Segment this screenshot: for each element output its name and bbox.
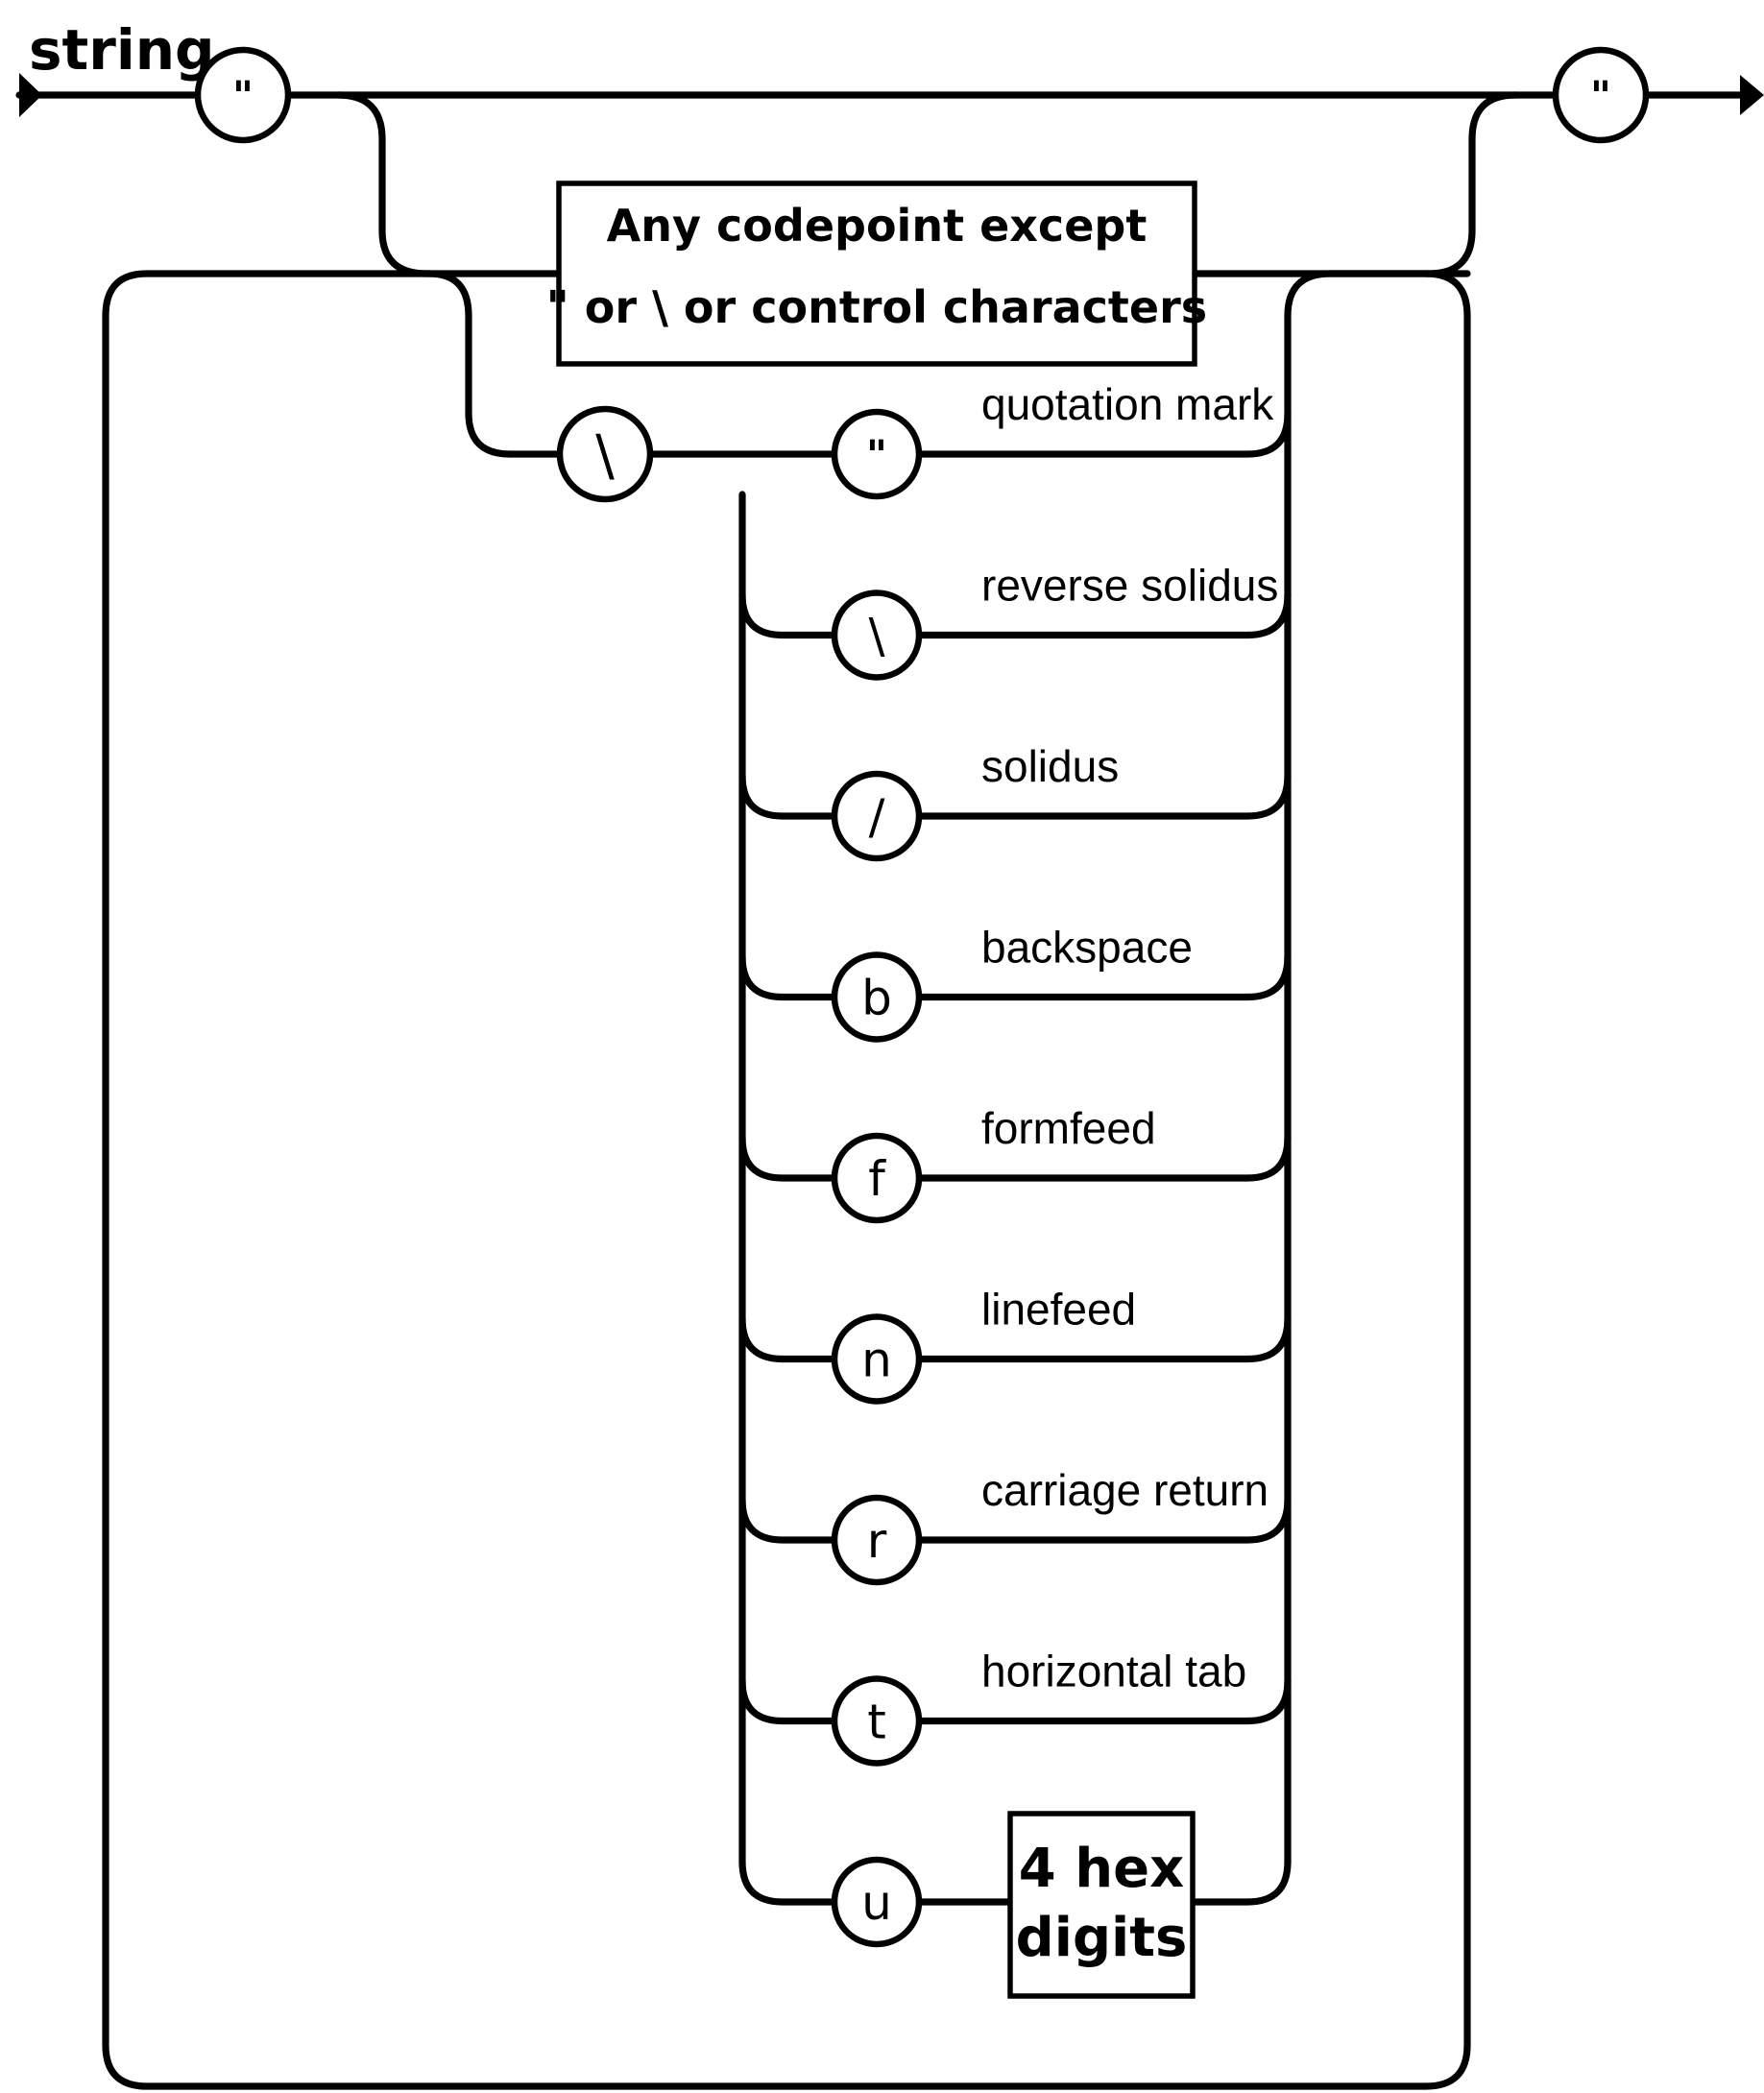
escape-circle-0 <box>831 408 923 500</box>
hex-box-line1: 4 hex <box>1019 1838 1184 1900</box>
escape-circle-5 <box>831 1313 923 1405</box>
escape-token-8: u <box>861 1875 892 1931</box>
escape-token-4: f <box>868 1151 886 1207</box>
escape-token-5: n <box>861 1333 892 1388</box>
escape-node-8: u <box>831 1856 923 1948</box>
diagram-title: string <box>29 17 215 83</box>
escape-node-5: n linefeed <box>831 1285 1136 1405</box>
escape-track-3 <box>738 952 1292 1001</box>
escape-description-5: linefeed <box>981 1285 1136 1335</box>
escape-node-3: b backspace <box>831 923 1193 1043</box>
open-quote-node: " <box>194 46 292 144</box>
escape-token-2: / <box>869 789 885 845</box>
escape-track-5 <box>738 1314 1292 1363</box>
escape-node-2: / solidus <box>831 741 1119 862</box>
escape-nodes: " quotation mark \ reverse solidus / solidus b… <box>831 379 1278 1948</box>
escape-token-0: " <box>866 431 887 478</box>
backslash-node: \ <box>556 405 654 503</box>
escape-track-2 <box>738 772 1292 820</box>
escape-description-1: reverse solidus <box>981 561 1278 611</box>
codepoint-box-line2: " or \ or control characters <box>546 281 1207 333</box>
hex-digits-box: 4 hex digits <box>1007 1811 1196 1999</box>
escape-node-7: t horizontal tab <box>831 1647 1246 1767</box>
escape-track-6 <box>738 1496 1292 1544</box>
escape-track-7 <box>738 1676 1292 1725</box>
escape-circle-6 <box>831 1494 923 1586</box>
escape-token-6: r <box>867 1513 887 1569</box>
close-quote-node: " <box>1552 46 1650 144</box>
hex-box-line2: digits <box>1016 1907 1188 1969</box>
exit-arrow-icon <box>1740 75 1764 115</box>
escape-node-6: r carriage return <box>831 1465 1269 1586</box>
escape-token-1: \ <box>869 609 885 664</box>
escape-circle-3 <box>831 951 923 1043</box>
escape-node-0: " quotation mark <box>831 379 1274 500</box>
escape-description-3: backspace <box>981 923 1193 973</box>
escape-node-1: \ reverse solidus <box>831 561 1278 681</box>
escape-node-4: f formfeed <box>831 1103 1156 1224</box>
escape-circle-7 <box>831 1675 923 1767</box>
open-quote-token: " <box>232 72 254 119</box>
escape-description-4: formfeed <box>981 1103 1156 1153</box>
repeat-loop-track <box>102 270 1471 2090</box>
escape-circle-8 <box>831 1856 923 1948</box>
codepoint-box-line1: Any codepoint except <box>607 200 1148 252</box>
escape-description-0: quotation mark <box>981 379 1274 429</box>
escape-track-4 <box>738 1134 1292 1182</box>
escape-token-7: t <box>867 1695 886 1750</box>
escape-token-3: b <box>861 971 892 1026</box>
escape-track-1 <box>738 590 1292 639</box>
backslash-token: \ <box>595 422 615 488</box>
escape-circle-4 <box>831 1132 923 1224</box>
escape-tracks <box>738 410 1292 1906</box>
escape-description-6: carriage return <box>981 1465 1269 1515</box>
close-quote-token: " <box>1590 72 1611 119</box>
escape-description-2: solidus <box>981 741 1119 791</box>
codepoint-box: Any codepoint except " or \ or control c… <box>546 180 1207 367</box>
escape-circle-2 <box>831 770 923 862</box>
backslash-branch-track <box>425 270 840 458</box>
escape-circle-1 <box>831 589 923 681</box>
escape-description-7: horizontal tab <box>981 1647 1246 1696</box>
escape-collector-track <box>1284 270 1471 1866</box>
